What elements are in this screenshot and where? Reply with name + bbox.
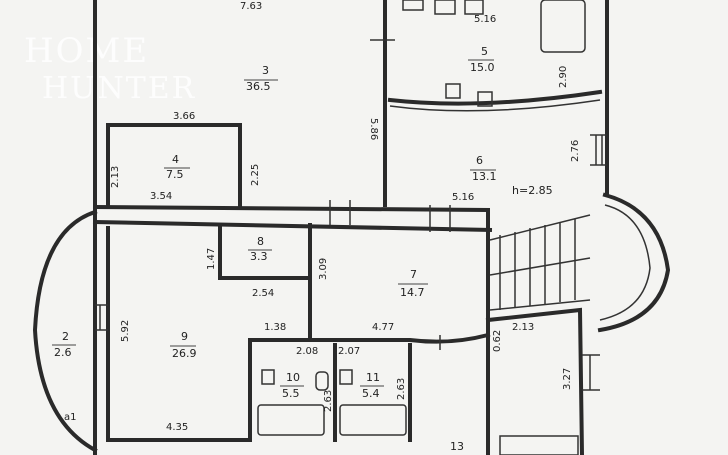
- room-7-area: 14.7: [400, 286, 425, 299]
- room-5-area: 15.0: [470, 61, 495, 74]
- room-2-number: 2: [62, 330, 69, 343]
- room-13-number: 13: [450, 440, 464, 453]
- dim-1-38: 1.38: [264, 322, 286, 333]
- dim-2-07: 2.07: [338, 346, 360, 357]
- upper-walls: [106, 0, 607, 207]
- room-3-number: 3: [262, 64, 269, 77]
- dim-3-66: 3.66: [173, 111, 195, 122]
- room-4-number: 4: [172, 153, 179, 166]
- lower-walls: [95, 39, 600, 455]
- room-5-number: 5: [481, 45, 488, 58]
- dimension-labels: 7.63 5.16 3.66 5.86 2.90 2.13 2.25 3.54 …: [64, 1, 581, 433]
- room-11-number: 11: [366, 371, 380, 384]
- room-9-number: 9: [181, 330, 188, 343]
- room-2-area: 2.6: [54, 346, 72, 359]
- watermark-line-1: HOME: [24, 31, 149, 71]
- room-9-area: 26.9: [172, 347, 197, 360]
- dim-5-16-mid: 5.16: [452, 192, 474, 203]
- dim-2-13-right: 2.13: [512, 322, 534, 333]
- dim-4-35: 4.35: [166, 422, 188, 433]
- dim-5-86: 5.86: [368, 118, 379, 140]
- dim-2-76: 2.76: [570, 140, 581, 162]
- dim-3-54: 3.54: [150, 191, 172, 202]
- room-4-area: 7.5: [166, 168, 184, 181]
- room-7-number: 7: [410, 268, 417, 281]
- dim-3-27: 3.27: [562, 368, 573, 390]
- dim-0-62: 0.62: [492, 330, 503, 352]
- dim-7-63: 7.63: [240, 1, 262, 12]
- dim-5-16-top: 5.16: [474, 14, 496, 25]
- dim-4-77: 4.77: [372, 322, 394, 333]
- room-3-area: 36.5: [246, 80, 271, 93]
- room-10-area: 5.5: [282, 387, 300, 400]
- dim-3-09: 3.09: [318, 258, 329, 280]
- dim-2-63-a: 2.63: [323, 390, 334, 412]
- dim-2-08: 2.08: [296, 346, 318, 357]
- outer-walls: [32, 0, 671, 455]
- dim-1-47: 1.47: [206, 248, 217, 270]
- dim-a1: a1: [64, 412, 77, 423]
- room-6-number: 6: [476, 154, 483, 167]
- room-8-number: 8: [257, 235, 264, 248]
- room-8-area: 3.3: [250, 250, 268, 263]
- dim-2-13-left: 2.13: [110, 166, 121, 188]
- dim-2-25: 2.25: [250, 164, 261, 186]
- dim-ceiling-height: h=2.85: [512, 184, 553, 197]
- room-6-area: 13.1: [472, 170, 497, 183]
- dim-2-90: 2.90: [558, 66, 569, 88]
- dim-5-92: 5.92: [120, 320, 131, 342]
- watermark-line-2: HUNTER: [42, 71, 196, 106]
- dim-2-54: 2.54: [252, 288, 274, 299]
- room-11-area: 5.4: [362, 387, 380, 400]
- dim-2-63-b: 2.63: [396, 378, 407, 400]
- room-labels: 3 36.5 4 7.5 5 15.0 6 13.1 2 2.6 8 3.3 7…: [52, 45, 497, 453]
- room-10-number: 10: [286, 371, 300, 384]
